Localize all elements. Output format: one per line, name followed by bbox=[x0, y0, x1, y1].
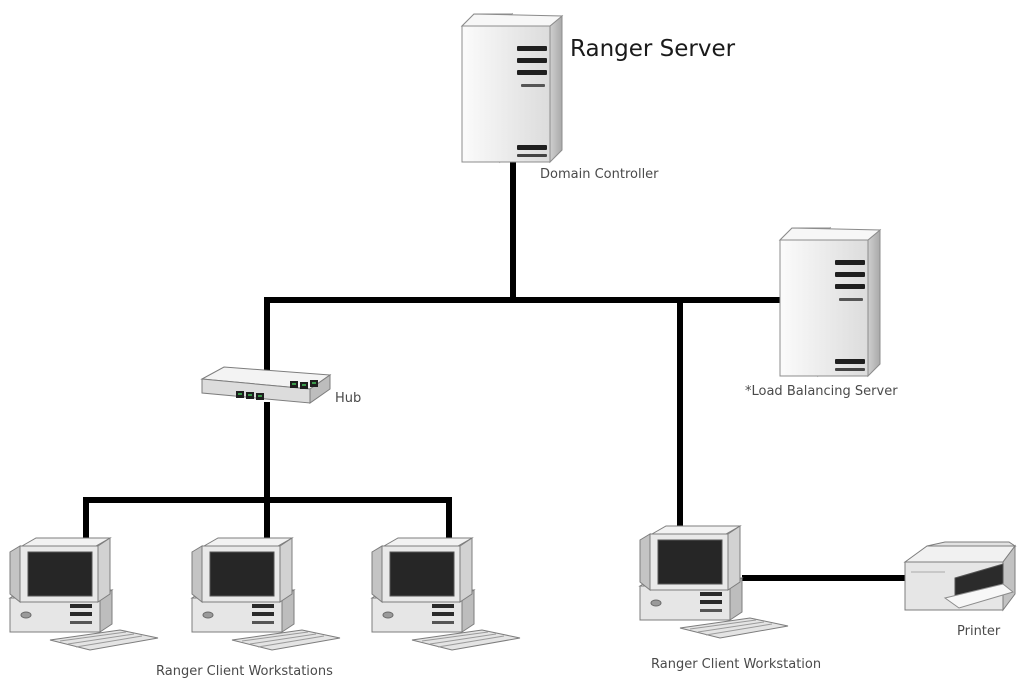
hub-label: Hub bbox=[335, 391, 362, 406]
printer-label: Printer bbox=[957, 624, 1001, 639]
domain-controller-label: Domain Controller bbox=[540, 167, 659, 182]
load-balancing-server-label: *Load Balancing Server bbox=[745, 384, 898, 399]
client-workstation-3-icon bbox=[371, 537, 521, 651]
hub-icon bbox=[200, 366, 332, 404]
printer-icon bbox=[903, 541, 1017, 612]
client-workstation-2-icon bbox=[191, 537, 341, 651]
client-workstation-4-icon bbox=[639, 525, 789, 639]
ranger-server-icon bbox=[461, 13, 563, 163]
load-balancing-server-icon bbox=[779, 227, 881, 377]
client-workstations-label: Ranger Client Workstations bbox=[156, 664, 333, 679]
client-workstation-label: Ranger Client Workstation bbox=[651, 657, 822, 672]
network-cables bbox=[83, 161, 910, 581]
client-workstation-1-icon bbox=[9, 537, 159, 651]
ranger-server-title: Ranger Server bbox=[570, 36, 736, 62]
